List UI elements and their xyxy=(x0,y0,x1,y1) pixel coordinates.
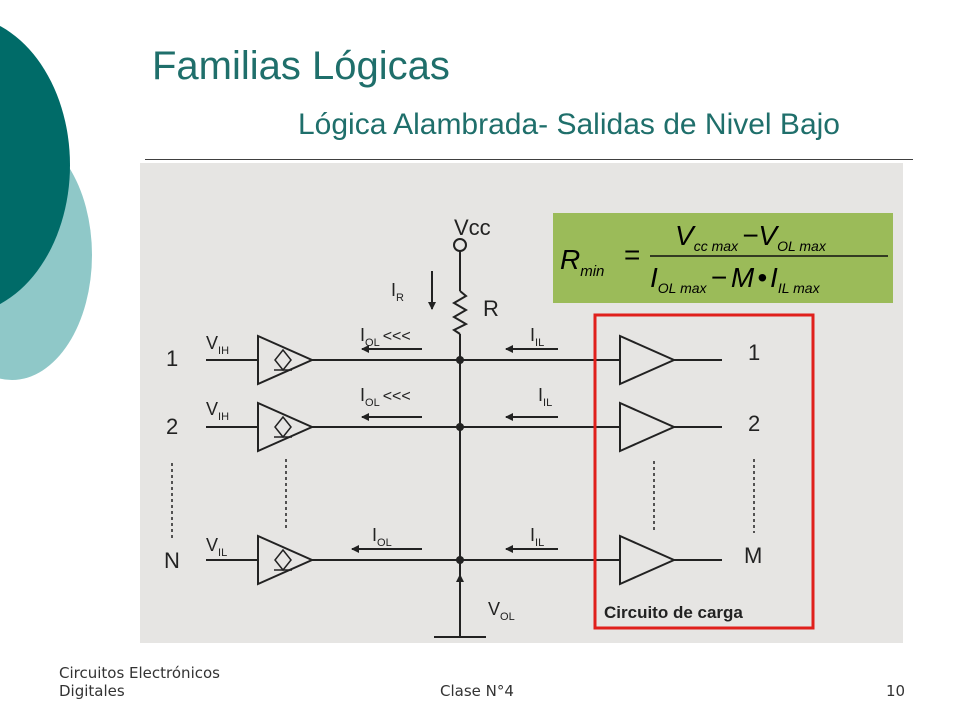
formula-numerator: Vcc max−VOL max xyxy=(675,220,827,254)
driver-buffer xyxy=(257,534,315,586)
current-r-label: IR xyxy=(391,280,404,304)
driver-buffer xyxy=(257,334,315,386)
formula-background xyxy=(553,213,893,303)
junction-dot xyxy=(456,556,464,564)
footer-course-line1: Circuitos Electrónicos xyxy=(59,664,220,682)
load-circuit-label: Circuito de carga xyxy=(604,603,743,622)
iol-label: IOL<<< xyxy=(360,385,411,409)
iil-label: IIL xyxy=(530,525,544,549)
row-n: N VIL IOL IIL M xyxy=(164,525,762,586)
vol-label: VOL xyxy=(488,599,515,623)
iil-label: IIL xyxy=(530,325,544,349)
title-divider xyxy=(145,159,913,160)
row-1: 1 VIH IOL<<< IIL 1 xyxy=(166,325,760,386)
resistor-label: R xyxy=(483,296,499,321)
formula-box: Rmin = Vcc max−VOL max IOL max−M•IIL max xyxy=(553,213,893,303)
driver-number: N xyxy=(164,548,180,573)
load-number: 1 xyxy=(748,340,760,365)
junction-dot xyxy=(456,423,464,431)
slide-title: Familias Lógicas xyxy=(152,44,450,88)
load-number: M xyxy=(744,543,762,568)
driver-buffer xyxy=(257,401,315,453)
load-circuit-box xyxy=(593,313,815,630)
footer-class: Clase N°4 xyxy=(440,682,514,700)
footer-page-number: 10 xyxy=(886,682,906,700)
driver-number: 1 xyxy=(166,346,178,371)
load-buffer xyxy=(619,534,677,586)
iil-label: IIL xyxy=(538,385,552,409)
driver-number: 2 xyxy=(166,414,178,439)
driver-input-label: VIL xyxy=(206,535,227,559)
vcc-label: Vcc xyxy=(454,215,491,240)
formula-lhs: Rmin xyxy=(560,244,604,280)
decorative-circles xyxy=(0,25,92,380)
resistor-symbol xyxy=(452,290,469,335)
load-buffer xyxy=(619,334,677,386)
load-buffer xyxy=(619,401,677,453)
driver-input-label: VIH xyxy=(206,333,229,357)
iol-label: IOL xyxy=(372,525,392,549)
driver-input-label: VIH xyxy=(206,399,229,423)
load-number: 2 xyxy=(748,411,760,436)
formula-equals: = xyxy=(624,239,640,270)
formula-denominator: IOL max−M•IIL max xyxy=(650,262,821,296)
wired-logic-diagram: Rmin = Vcc max−VOL max IOL max−M•IIL max… xyxy=(140,163,903,643)
footer-course: Circuitos Electrónicos Digitales xyxy=(59,664,220,700)
slide-subtitle: Lógica Alambrada- Salidas de Nivel Bajo xyxy=(298,108,840,141)
junction-dot xyxy=(456,356,464,364)
dark-teal-circle xyxy=(0,25,70,305)
footer-course-line2: Digitales xyxy=(59,682,125,700)
row-2: 2 VIH IOL<<< IIL 2 xyxy=(166,385,760,453)
